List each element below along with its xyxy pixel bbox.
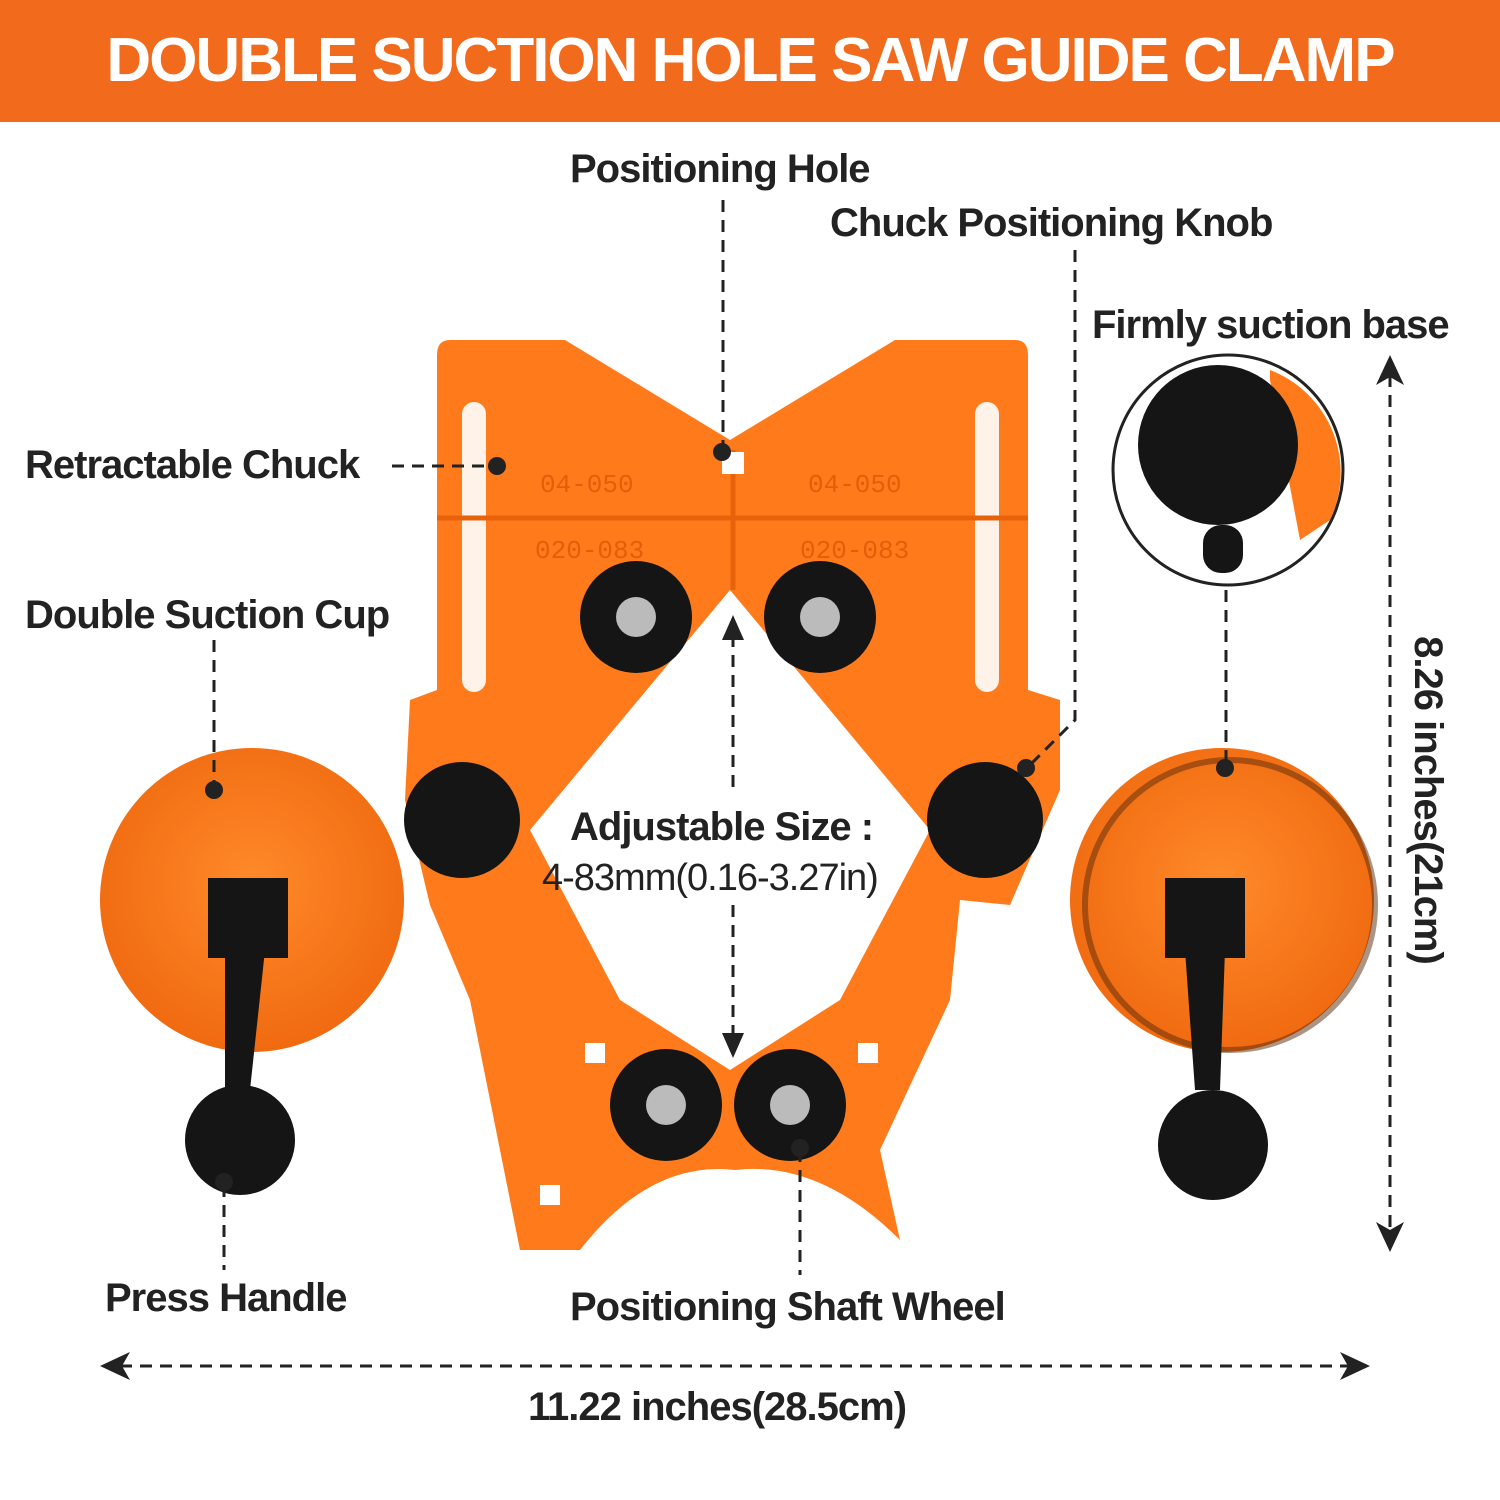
label-positioning-hole: Positioning Hole	[570, 147, 871, 191]
left-press-handle	[185, 878, 295, 1195]
right-press-handle	[1158, 878, 1268, 1200]
width-dimension: 11.22 inches(28.5cm)	[528, 1385, 907, 1429]
label-suction-base: Firmly suction base	[1092, 303, 1450, 347]
label-shaft-wheel: Positioning Shaft Wheel	[570, 1285, 1006, 1329]
shaft-wheels	[580, 561, 876, 1161]
adjustable-range: 4-83mm(0.16-3.27in)	[542, 857, 879, 899]
title-banner: DOUBLE SUCTION HOLE SAW GUIDE CLAMP	[0, 0, 1500, 122]
embossed-text: 020-083	[535, 536, 644, 566]
label-press-handle: Press Handle	[105, 1276, 347, 1320]
embossed-text: 020-083	[800, 536, 909, 566]
height-dimension: 8.26 inches(21cm)	[1406, 636, 1450, 964]
embossed-text: 04-050	[540, 470, 634, 500]
title: DOUBLE SUCTION HOLE SAW GUIDE CLAMP	[106, 26, 1395, 95]
label-adjustable-size: Adjustable Size :	[570, 805, 874, 849]
guide-frame	[405, 340, 1060, 1250]
right-knob	[927, 762, 1043, 878]
label-double-suction-cup: Double Suction Cup	[25, 593, 390, 637]
left-knob	[404, 762, 520, 878]
embossed-text: 04-050	[808, 470, 902, 500]
label-retractable-chuck: Retractable Chuck	[25, 443, 360, 487]
label-chuck-knob: Chuck Positioning Knob	[830, 201, 1273, 245]
